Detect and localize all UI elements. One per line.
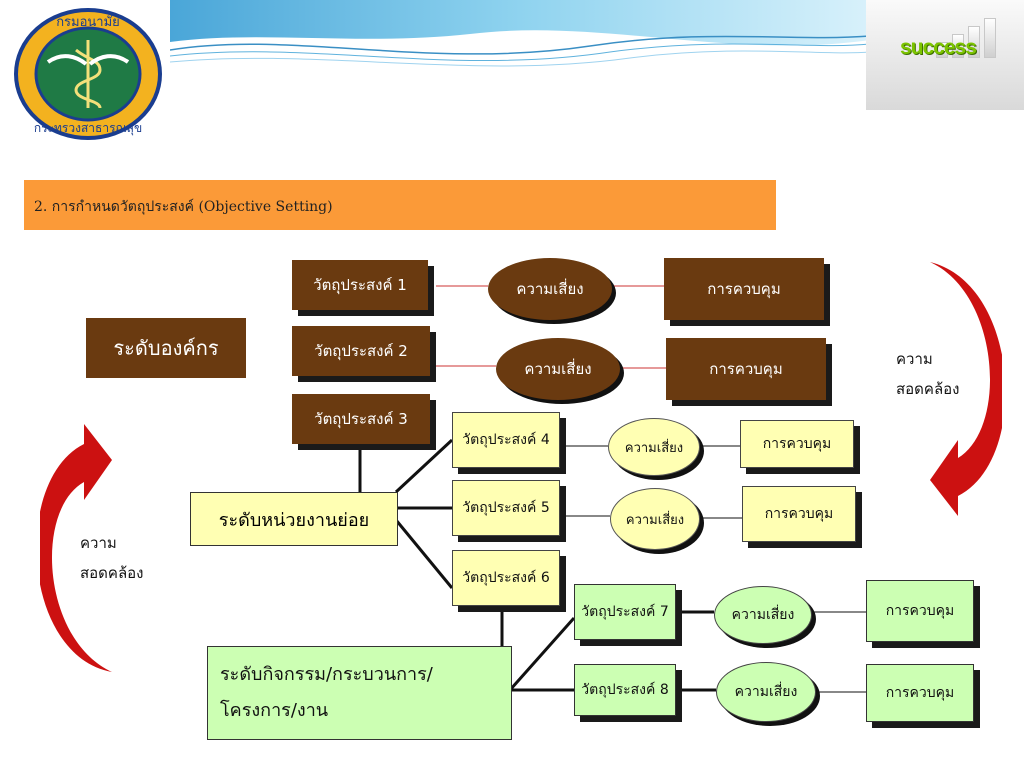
level-org: ระดับองค์กร <box>86 318 246 378</box>
alignment-label-right: ความ สอดคล้อง <box>896 344 959 404</box>
success-bar <box>952 34 964 58</box>
control-box: การควบคุม <box>666 338 826 400</box>
alignment-label-line1: ความ <box>80 534 117 552</box>
success-bar <box>968 26 980 58</box>
risk-oval: ความเสี่ยง <box>714 586 812 644</box>
risk-oval: ความเสี่ยง <box>608 418 700 476</box>
level-activity-line2: โครงการ/งาน <box>220 700 329 721</box>
control-box: การควบคุม <box>742 486 856 542</box>
objective-box: วัตถุประสงค์ 7 <box>574 584 676 640</box>
alignment-label-line2: สอดคล้อง <box>896 380 960 398</box>
level-activity-line1: ระดับกิจกรรม/กระบวนการ/ <box>220 664 433 685</box>
objective-box: วัตถุประสงค์ 5 <box>452 480 560 536</box>
alignment-label-line2: สอดคล้อง <box>80 564 144 582</box>
section-title-bar: 2. การกำหนดวัตถุประสงค์ (Objective Setti… <box>24 180 776 230</box>
objective-box: วัตถุประสงค์ 3 <box>292 394 430 444</box>
objective-box: วัตถุประสงค์ 8 <box>574 664 676 716</box>
level-activity: ระดับกิจกรรม/กระบวนการ/ โครงการ/งาน <box>207 646 512 740</box>
risk-oval: ความเสี่ยง <box>610 488 700 550</box>
logo-bottom-text: กระทรวงสาธารณสุข <box>34 121 142 136</box>
objective-box: วัตถุประสงค์ 2 <box>292 326 430 376</box>
success-bar <box>936 42 948 58</box>
control-box: การควบคุม <box>664 258 824 320</box>
control-box: การควบคุม <box>740 420 854 468</box>
risk-oval: ความเสี่ยง <box>488 258 612 320</box>
alignment-arrow-up-left <box>40 424 112 672</box>
level-unit: ระดับหน่วยงานย่อย <box>190 492 398 546</box>
success-text: success <box>900 36 977 59</box>
objective-box: วัตถุประสงค์ 6 <box>452 550 560 606</box>
risk-oval: ความเสี่ยง <box>496 338 620 400</box>
control-box: การควบคุม <box>866 664 974 722</box>
objective-box: วัตถุประสงค์ 4 <box>452 412 560 468</box>
risk-oval: ความเสี่ยง <box>716 662 816 722</box>
logo-top-text: กรมอนามัย <box>56 15 120 30</box>
control-box: การควบคุม <box>866 580 974 642</box>
section-title: 2. การกำหนดวัตถุประสงค์ (Objective Setti… <box>34 199 333 215</box>
success-logo: success <box>866 0 1024 110</box>
alignment-arrow-down-right <box>930 262 1002 516</box>
alignment-label-left: ความ สอดคล้อง <box>80 528 143 588</box>
alignment-label-line1: ความ <box>896 350 933 368</box>
ministry-seal-logo: กรมอนามัย กระทรวงสาธารณสุข <box>14 8 162 140</box>
objective-box: วัตถุประสงค์ 1 <box>292 260 428 310</box>
success-bar <box>984 18 996 58</box>
header-wave-decoration <box>170 0 870 67</box>
